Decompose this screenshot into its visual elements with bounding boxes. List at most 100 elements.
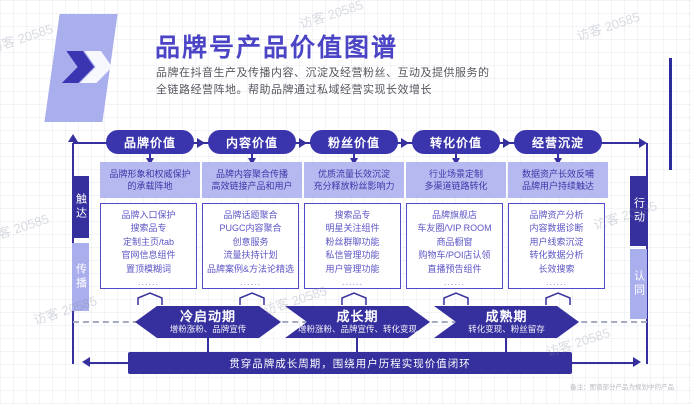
watermark: 访客 20585 <box>0 211 51 246</box>
phase-title: 冷启动期 <box>179 308 236 324</box>
stage-connector-icon <box>137 292 163 305</box>
product-item: 品牌旗舰店 <box>431 210 477 220</box>
right-arrow-icon <box>633 357 641 367</box>
product-item: 车友圈/VIP ROOM <box>417 223 492 234</box>
value-desc-operation: 数据资产长效反哺 品牌用户持续触达 <box>508 162 608 198</box>
product-item: 明星关注组件 <box>325 223 380 234</box>
phase-subtitle: 转化变现、粉丝留存 <box>468 323 545 334</box>
flow-arrow-icon <box>197 138 205 148</box>
product-item: 定制主页/tab <box>122 236 174 247</box>
product-item: 商品橱窗 <box>436 236 473 247</box>
value-pill-content: 内容价值 <box>208 130 296 154</box>
product-item: 用户线索沉淀 <box>529 236 584 247</box>
loop-line-right <box>572 362 634 364</box>
desc-line: 数据资产长效反哺 <box>521 169 594 179</box>
flow-arrow-icon <box>503 138 511 148</box>
watermark: 访客 20585 <box>0 21 55 56</box>
loop-line-left <box>88 362 128 364</box>
ellipsis: ...... <box>239 277 261 288</box>
logo-parallelogram <box>44 14 118 122</box>
desc-line: 多渠道链路转化 <box>424 181 488 191</box>
phase-title: 成长期 <box>336 308 379 324</box>
product-item: 置顶模糊词 <box>125 263 171 274</box>
product-item: 创意服务 <box>232 236 269 247</box>
ellipsis: ...... <box>545 277 567 288</box>
phase-title: 成熟期 <box>485 308 528 324</box>
page-title: 品牌号产品价值图谱 <box>155 34 399 62</box>
watermark: 访客 20585 <box>574 9 642 44</box>
desc-line: 品牌形象和权威保护 <box>109 169 191 179</box>
product-item: PUGC内容聚合 <box>219 223 282 234</box>
product-item: 品牌资产分析 <box>529 210 584 220</box>
banner-tick <box>356 338 358 353</box>
side-label-reach: 触达 <box>72 176 89 238</box>
product-item: 购物车/POI店认领 <box>418 250 491 261</box>
left-arrow-icon <box>82 357 90 367</box>
connector-line <box>557 154 559 161</box>
up-arrow-icon <box>68 134 78 142</box>
product-item: 转化数据分析 <box>529 250 584 261</box>
ellipsis: ...... <box>443 277 465 288</box>
product-item: 品牌案例&方法论精选 <box>206 263 294 274</box>
product-item: 直播预告组件 <box>427 263 482 274</box>
phase-subtitle: 增粉涨粉、品牌宣传 <box>169 323 247 334</box>
product-box-brand: 品牌入口保护 搜索品专 定制主页/tab 官网信息组件 置顶模糊词 ...... <box>100 203 197 289</box>
product-item: 品牌话题聚合 <box>223 210 278 220</box>
product-item: 长效搜索 <box>538 263 575 274</box>
product-item: 粉丝群聊功能 <box>325 236 380 247</box>
banner-tick <box>505 338 507 353</box>
ellipsis: ...... <box>137 277 159 288</box>
loop-banner: 贯穿品牌成长周期，围绕用户历程实现价值闭环 <box>128 352 572 374</box>
connector-line <box>149 154 151 161</box>
subtitle-line2: 全链路经营阵地。帮助品牌通过私域经营实现长效增长 <box>156 84 432 96</box>
value-pill-operation: 经营沉淀 <box>514 130 602 154</box>
stage-connector-icon <box>545 292 571 305</box>
product-box-content: 品牌话题聚合 PUGC内容聚合 创意服务 流量扶持计划 品牌案例&方法论精选 .… <box>202 203 299 289</box>
stage-connector-icon <box>239 292 265 305</box>
phase-banner-coldstart: 冷启动期 增粉涨粉、品牌宣传 <box>135 306 281 338</box>
product-item: 搜索品专 <box>130 223 167 234</box>
product-box-operation: 品牌资产分析 内容数据诊断 用户线索沉淀 转化数据分析 长效搜索 ...... <box>508 203 605 289</box>
value-desc-brand: 品牌形象和权威保护 的承载阵地 <box>100 162 200 198</box>
product-item: 官网信息组件 <box>121 250 176 261</box>
down-arrow-icon <box>248 158 256 165</box>
side-label-action: 行动 <box>630 176 647 246</box>
product-item: 品牌入口保护 <box>121 210 176 220</box>
connector-line <box>251 154 253 161</box>
side-label-identify: 认同 <box>630 249 647 319</box>
phase-banner-growth: 成长期 增粉涨粉、品牌宣传、转化变现 <box>285 306 430 338</box>
value-pill-brand: 品牌价值 <box>106 130 194 154</box>
desc-line: 行业场景定制 <box>428 169 483 179</box>
product-item: 内容数据诊断 <box>529 223 584 234</box>
down-arrow-icon <box>350 158 358 165</box>
down-arrow-icon <box>452 158 460 165</box>
value-desc-content: 品牌内容聚合传播 高效链接产品和用户 <box>202 162 302 198</box>
stage-connector-icon <box>443 292 469 305</box>
phase-subtitle: 增粉涨粉、品牌宣传、转化变现 <box>297 323 417 334</box>
side-label-spread: 传播 <box>72 243 89 311</box>
flow-arrow-icon <box>299 138 307 148</box>
value-desc-conversion: 行业场景定制 多渠道链路转化 <box>406 162 506 198</box>
stage-connector-icon <box>341 292 367 305</box>
product-item: 用户管理功能 <box>325 263 380 274</box>
value-pill-fans: 粉丝价值 <box>310 130 398 154</box>
flow-arrow-icon <box>401 138 409 148</box>
right-arrow-icon <box>639 138 647 148</box>
right-accent-line <box>669 58 672 170</box>
value-pill-conversion: 转化价值 <box>412 130 500 154</box>
product-item: 流量扶持计划 <box>223 250 278 261</box>
banner-tick <box>207 338 209 353</box>
desc-line: 高效链接产品和用户 <box>211 181 293 191</box>
product-box-fans: 搜索品专 明星关注组件 粉丝群聊功能 私信管理功能 用户管理功能 ...... <box>304 203 401 289</box>
value-desc-fans: 优质流量长效沉淀 充分释放粉丝影响力 <box>304 162 404 198</box>
right-flow-line <box>646 143 648 364</box>
footnote: 备注：图谱部分产品为规划中的产品 <box>570 384 674 391</box>
desc-line: 品牌用户持续触达 <box>521 181 594 191</box>
connector-line <box>455 154 457 161</box>
desc-line: 品牌内容聚合传播 <box>215 169 288 179</box>
desc-line: 的承载阵地 <box>127 181 173 191</box>
desc-line: 充分释放粉丝影响力 <box>313 181 395 191</box>
ellipsis: ...... <box>341 277 363 288</box>
subtitle-line1: 品牌在抖音生产及传播内容、沉淀及经营粉丝、互动及提供服务的 <box>156 67 490 79</box>
